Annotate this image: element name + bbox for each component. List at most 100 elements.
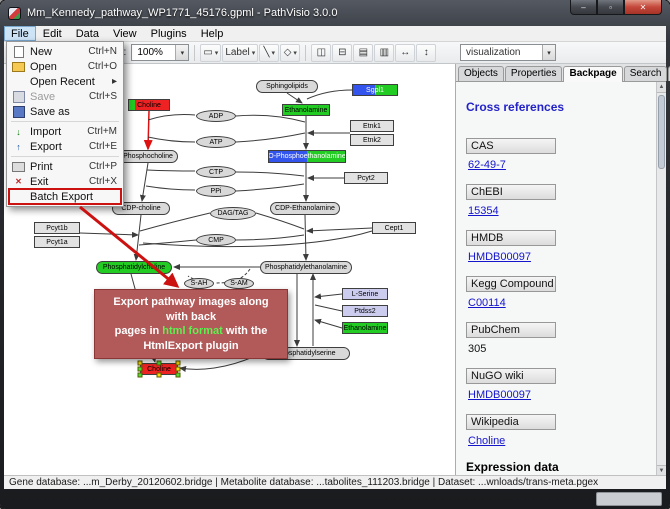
common-width[interactable]: ↔ — [395, 43, 416, 62]
pathway-node[interactable]: Pcyt1b — [34, 222, 80, 234]
xref-link[interactable]: 15354 — [468, 205, 499, 217]
menu-item-label: Open Recent — [30, 75, 95, 88]
xref-link[interactable]: Choline — [468, 435, 506, 447]
sidebar-scrollbar[interactable]: ▲ ▼ — [656, 82, 666, 476]
menu-item-label: Save — [30, 90, 56, 103]
pathway-node[interactable]: Pcyt2 — [344, 172, 388, 184]
submenu-arrow-icon: ▸ — [111, 76, 117, 87]
pathway-node[interactable]: PPi — [196, 185, 236, 197]
tab-legend[interactable]: Legend — [668, 66, 670, 81]
selection-handle[interactable] — [137, 360, 143, 366]
align-left[interactable]: ▤ — [353, 43, 374, 62]
align-center-y[interactable]: ⊟ — [332, 43, 353, 62]
menu-shortcut: Ctrl+O — [87, 61, 117, 72]
pathway-node[interactable]: Ethanolamine — [342, 322, 388, 334]
menu-item-save-as[interactable]: Save as — [9, 104, 121, 119]
node-label: L-Serine — [351, 290, 379, 298]
dropdown-arrow-icon: ▾ — [251, 49, 256, 57]
menu-plugins[interactable]: Plugins — [150, 27, 187, 40]
selection-handle[interactable] — [175, 372, 181, 378]
resize-grip[interactable] — [596, 492, 662, 506]
menu-separator — [11, 121, 119, 122]
pathway-node[interactable]: L-Serine — [342, 288, 388, 300]
pathway-node[interactable]: ADP — [196, 110, 236, 122]
menu-item-save[interactable]: Save Ctrl+S — [9, 89, 121, 104]
xref-link[interactable]: HMDB00097 — [468, 389, 531, 401]
node-label: CDP-Ethanolamine — [275, 205, 335, 212]
menu-item-batch-export[interactable]: Batch Export — [8, 188, 122, 205]
pathway-node[interactable]: CDP-Ethanolamine — [270, 202, 340, 215]
titlebar[interactable]: Mm_Kennedy_pathway_WP1771_45176.gpml - P… — [0, 0, 670, 26]
pathway-node[interactable]: Etnk1 — [350, 120, 394, 132]
align-top[interactable]: ▥ — [374, 43, 395, 62]
pathway-node[interactable]: Etnk2 — [350, 134, 394, 146]
xref-link[interactable]: HMDB00097 — [468, 251, 531, 263]
menu-view[interactable]: View — [112, 27, 137, 40]
pathway-node[interactable]: Sphingolipids — [256, 80, 318, 93]
pathway-node[interactable]: S-AM — [224, 278, 254, 289]
pathway-node[interactable]: DAG/TAG — [210, 207, 256, 220]
selection-handle[interactable] — [137, 366, 143, 372]
selection-handle[interactable] — [175, 360, 181, 366]
shape-tool[interactable]: ◇▾ — [280, 43, 301, 62]
zoom-select[interactable]: 100% ▾ — [131, 44, 190, 61]
pathway-node[interactable]: Cept1 — [372, 222, 416, 234]
label-tool[interactable]: Label▾ — [222, 43, 259, 62]
xref-link[interactable]: C00114 — [468, 297, 506, 309]
tab-properties[interactable]: Properties — [504, 66, 563, 81]
window-title: Mm_Kennedy_pathway_WP1771_45176.gpml - P… — [27, 7, 338, 19]
pathway-node[interactable]: Phosphocholine — [118, 150, 178, 163]
pathway-node[interactable]: CMP — [196, 234, 236, 246]
scroll-up-icon[interactable]: ▲ — [657, 82, 666, 93]
selection-handle[interactable] — [156, 372, 162, 378]
tab-objects[interactable]: Objects — [458, 66, 504, 81]
pathway-node[interactable]: CTP — [196, 166, 236, 178]
pathway-node[interactable]: Sgpl1 — [352, 84, 398, 96]
pathway-node[interactable]: Pcyt1a — [34, 236, 80, 248]
visualization-select[interactable]: visualization ▾ — [460, 44, 556, 61]
menu-file[interactable]: File — [4, 26, 36, 41]
pathway-node[interactable]: O-Phosphoethanolamine — [268, 150, 346, 163]
pathway-node[interactable]: Choline — [128, 99, 170, 111]
toolbar-separator — [305, 44, 307, 61]
scrollbar-thumb[interactable] — [658, 95, 665, 169]
menu-data[interactable]: Data — [75, 27, 99, 40]
line-tool[interactable]: ╲▾ — [259, 43, 280, 62]
pathway-node[interactable]: ATP — [196, 136, 236, 148]
pathway-node[interactable]: Phosphatidylcholine — [96, 261, 172, 274]
common-height[interactable]: ↕ — [416, 43, 437, 62]
xref-link[interactable]: 62-49-7 — [468, 159, 506, 171]
pathway-node[interactable]: Ptdss2 — [342, 305, 388, 317]
menu-item-label: Batch Export — [30, 190, 93, 203]
pathway-node[interactable]: S-AH — [184, 278, 214, 289]
menu-help[interactable]: Help — [200, 27, 224, 40]
tab-backpage[interactable]: Backpage — [563, 66, 623, 82]
tab-search[interactable]: Search — [623, 66, 668, 81]
pathway-node[interactable]: Phosphatidylethanolamine — [260, 261, 352, 274]
node-label: Phosphocholine — [123, 153, 173, 160]
menu-shortcut: Ctrl+S — [88, 91, 117, 102]
close-button[interactable]: ✕ — [624, 0, 662, 15]
selection-handle[interactable] — [175, 366, 181, 372]
sidebar: ObjectsPropertiesBackpageSearchLegend Cr… — [456, 64, 670, 476]
align-center-x[interactable]: ◫ — [311, 43, 332, 62]
datanode-tool[interactable]: ▭▾ — [200, 43, 222, 62]
menu-item-label: Import — [30, 125, 62, 138]
menu-item-open-recent[interactable]: Open Recent ▸ — [9, 74, 121, 89]
menu-edit[interactable]: Edit — [42, 27, 62, 40]
selection-handle[interactable] — [137, 372, 143, 378]
visualization-value: visualization — [466, 47, 521, 58]
pathway-node[interactable]: Ethanolamine — [282, 104, 330, 116]
maximize-button[interactable]: ▫ — [597, 0, 624, 15]
selection-handle[interactable] — [156, 360, 162, 366]
minimize-button[interactable]: – — [570, 0, 597, 15]
scroll-down-icon[interactable]: ▼ — [657, 465, 666, 476]
